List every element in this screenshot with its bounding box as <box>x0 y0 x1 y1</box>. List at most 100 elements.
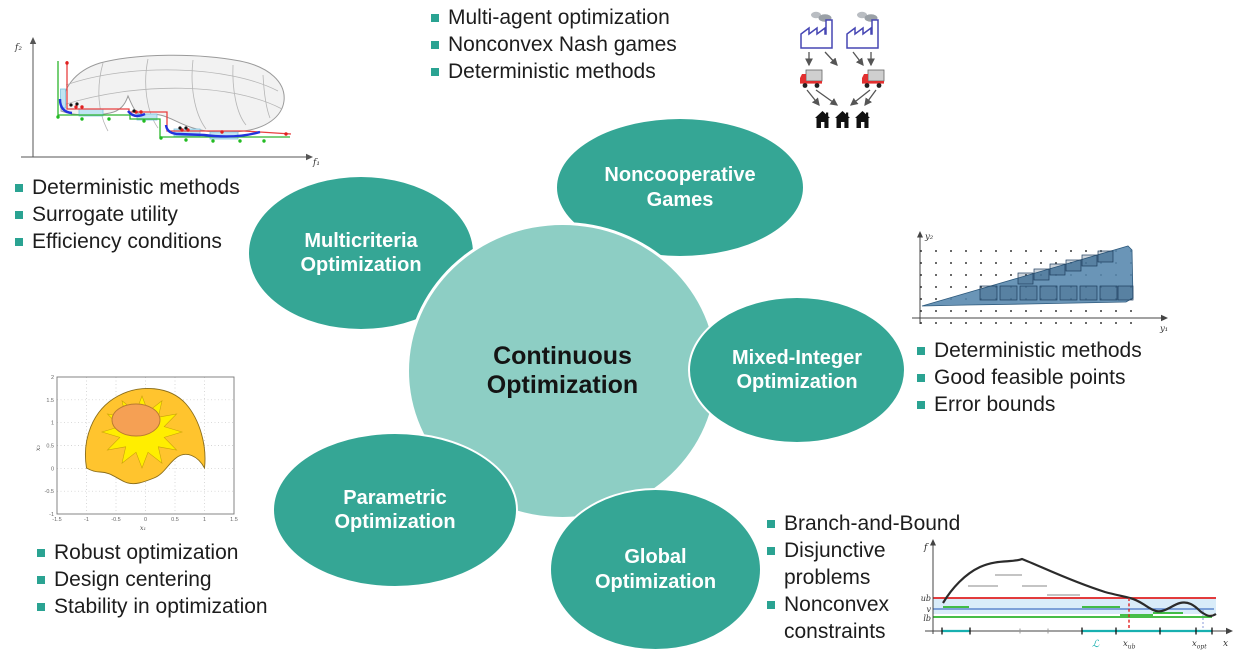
satellite-multicriteria-label-line2: Optimization <box>300 254 422 276</box>
red-staircase-line <box>66 61 292 135</box>
design-centering-plot: -1.5 -1 -0.5 0 0.5 1 1.5 2 1.5 1 0.5 0 -… <box>34 375 238 532</box>
bullet-square-icon <box>767 601 775 609</box>
list-item: Disjunctive problems <box>767 537 977 591</box>
satellite-mixed-integer-ellipse: Mixed-Integer Optimization <box>688 296 906 444</box>
interval-list-segments <box>941 627 1213 635</box>
svg-text:-1: -1 <box>84 517 89 523</box>
list-item: Error bounds <box>917 391 1142 418</box>
bullet-list-parametric: Robust optimization Design centering Sta… <box>37 539 268 620</box>
supply-chain-illustration <box>800 11 885 128</box>
svg-text:-0.5: -0.5 <box>45 489 54 495</box>
green-points <box>56 115 266 143</box>
bnb-ylabel: f <box>923 543 929 553</box>
bullet-text: Branch-and-Bound <box>784 512 961 535</box>
list-item: Deterministic methods <box>15 174 240 201</box>
truck-icon <box>800 69 823 88</box>
svg-text:2: 2 <box>51 375 54 381</box>
bullet-list-global: Branch-and-Bound Disjunctive problems No… <box>767 510 977 645</box>
y-axis-arrow-icon <box>29 37 37 44</box>
bullet-text: Disjunctive problems <box>784 539 886 589</box>
black-points <box>69 102 188 130</box>
bullet-text: Good feasible points <box>934 366 1126 389</box>
y-tick-labels: 2 1.5 1 0.5 0 -0.5 -1 <box>45 375 54 518</box>
factory-icon <box>800 11 833 49</box>
satellite-multicriteria-ellipse: Multicriteria Optimization <box>247 175 475 331</box>
branch-and-bound-plot: f ub v lb ℒ xub xopt x <box>921 539 1233 651</box>
bullet-text: Stability in optimization <box>54 595 268 618</box>
center-label-line1: Continuous <box>493 341 632 370</box>
bullet-square-icon <box>15 211 23 219</box>
y-axis-arrow-icon <box>930 539 936 546</box>
satellite-noncooperative-label-line2: Games <box>646 188 714 211</box>
center-label-line2: Optimization <box>486 371 639 399</box>
bullet-square-icon <box>917 374 925 382</box>
bullet-square-icon <box>431 68 439 76</box>
bullet-square-icon <box>767 520 775 528</box>
blue-front-curves <box>58 98 261 138</box>
svg-text:0.5: 0.5 <box>46 444 54 450</box>
bullet-square-icon <box>37 603 45 611</box>
blob-mesh-lines <box>62 58 283 132</box>
list-item: Deterministic methods <box>917 337 1142 364</box>
bullet-text: Deterministic methods <box>934 339 1142 362</box>
list-item: Good feasible points <box>917 364 1142 391</box>
inscribed-ellipse <box>111 403 161 437</box>
xub-label: xub <box>1123 639 1136 651</box>
bullet-square-icon <box>37 576 45 584</box>
bullet-square-icon <box>917 347 925 355</box>
bullet-text: Nonconvex constraints <box>784 593 890 643</box>
interval-list-label: ℒ <box>1092 639 1100 650</box>
pareto-xlabel: f₁ <box>312 158 320 168</box>
x-tick-labels: -1.5 -1 -0.5 0 0.5 1 1.5 <box>52 517 238 523</box>
plot-box <box>56 376 235 515</box>
satellite-global-label-line2: Optimization <box>594 570 717 593</box>
bnb-xlabel: x <box>1223 639 1228 649</box>
design-ylabel: x₂ <box>34 444 42 451</box>
satellite-global-label-line1: Global <box>624 546 687 569</box>
factory-truck-arrows <box>805 51 875 67</box>
satellite-multicriteria-label-line1: Multicriteria <box>304 229 418 252</box>
bullet-text: Nonconvex Nash games <box>448 33 677 56</box>
bound-gap-band <box>933 598 1216 614</box>
v-label: v <box>926 605 931 614</box>
bullet-text: Robust optimization <box>54 541 239 564</box>
svg-text:-1: -1 <box>49 512 54 518</box>
house-icon <box>835 111 850 128</box>
bullet-text: Deterministic methods <box>448 60 656 83</box>
lattice-ylabel: y₂ <box>924 232 934 242</box>
x-axis-arrow-icon <box>1161 314 1168 322</box>
satellite-mixed-integer-label-line1: Mixed-Integer <box>731 346 863 369</box>
integer-lattice-plot: y₂ y₁ <box>912 231 1168 334</box>
svg-text:1.5: 1.5 <box>230 517 238 523</box>
pareto-axes <box>21 37 313 161</box>
svg-text:1.5: 1.5 <box>46 398 54 404</box>
objective-curve <box>942 557 1217 617</box>
x-axis-arrow-icon <box>1226 627 1233 635</box>
list-item: Deterministic methods <box>431 58 677 85</box>
bullet-text: Efficiency conditions <box>32 230 222 253</box>
bullet-list-mixed-integer: Deterministic methods Good feasible poin… <box>917 337 1142 418</box>
bullet-square-icon <box>917 401 925 409</box>
bullet-square-icon <box>15 184 23 192</box>
list-item: Stability in optimization <box>37 593 268 620</box>
bullet-text: Surrogate utility <box>32 203 178 226</box>
svg-text:0: 0 <box>51 466 54 472</box>
list-item: Robust optimization <box>37 539 268 566</box>
pareto-front-plot: f₂ f₁ <box>14 37 320 168</box>
bullet-square-icon <box>431 14 439 22</box>
bullet-text: Design centering <box>54 568 212 591</box>
bullet-text: Error bounds <box>934 393 1056 416</box>
list-item: Branch-and-Bound <box>767 510 977 537</box>
house-icon <box>855 111 870 128</box>
satellite-parametric-label-line1: Parametric <box>343 486 447 509</box>
partial-lower-bounds-gray <box>968 574 1080 596</box>
lattice-xlabel: y₁ <box>1159 324 1168 334</box>
bullet-text: Multi-agent optimization <box>448 6 670 29</box>
bullet-text: Deterministic methods <box>32 176 240 199</box>
lb-label: lb <box>923 614 931 623</box>
y-axis-arrow-icon <box>917 231 923 238</box>
partial-lower-bounds-green <box>943 606 1183 616</box>
list-item: Nonconvex Nash games <box>431 31 677 58</box>
satellite-parametric-ellipse: Parametric Optimization <box>272 432 518 588</box>
